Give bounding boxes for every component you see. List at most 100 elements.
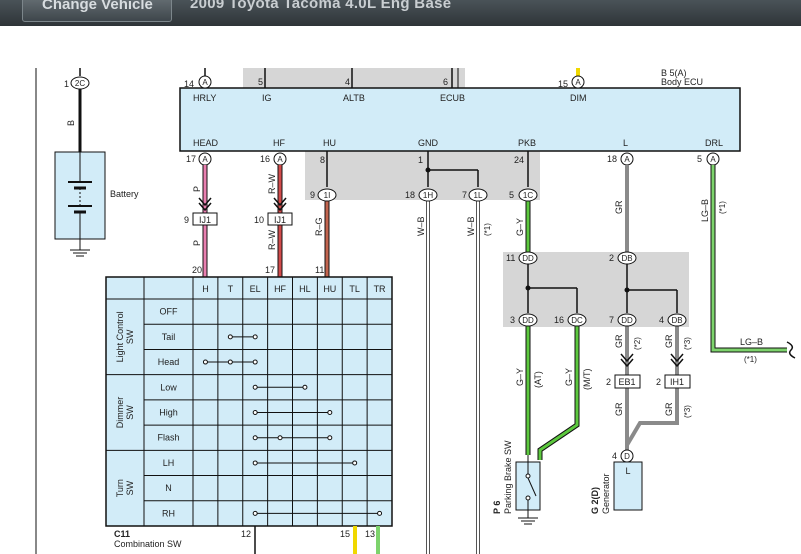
ecu-top-pin-dim: 15 A DIM — [558, 68, 587, 103]
pin-letter: A — [202, 155, 208, 164]
shaded-region-ecu-top — [243, 68, 465, 90]
switch-row-label: LH — [163, 458, 175, 468]
switch-row-label: High — [159, 408, 178, 418]
ecu-label-gnd: GND — [418, 138, 439, 148]
wire-color-label: G–Y — [564, 368, 574, 386]
pin-number-hu: 8 — [320, 155, 325, 165]
switch-column-label: HL — [299, 284, 311, 294]
pin-number-gnd: 1 — [418, 155, 423, 165]
parking-brake-switch: P 6 Parking Brake SW — [492, 440, 541, 525]
connector-number: 2 — [609, 253, 614, 263]
pin-number: 5 — [258, 77, 263, 87]
connector-number: 7 — [462, 190, 467, 200]
connector-1l: 7 1L — [462, 188, 488, 202]
switch-row-label: Head — [158, 357, 180, 367]
battery-circuit: 1 2C B Battery — [54, 68, 139, 257]
connector-dc-16: 16 DC — [554, 313, 587, 327]
ecu-label-hu: HU — [323, 138, 336, 148]
ecu-label-pkb: PKB — [518, 138, 536, 148]
continuity-node — [327, 435, 333, 441]
pin-label: ALTB — [343, 93, 365, 103]
connector-id: 1H — [423, 191, 433, 200]
switch-row-label: N — [165, 483, 172, 493]
generator-terminal: L — [625, 466, 630, 476]
wire-note: (*1) — [483, 223, 492, 236]
pin-label: HRLY — [193, 93, 216, 103]
ecu-pin-l: 18 A — [607, 152, 634, 166]
switch-column-label: TL — [349, 284, 360, 294]
wire-hu: R–G 11 — [314, 151, 330, 278]
wire-color-label: GR — [664, 402, 674, 416]
wire-color-label: G–Y — [515, 218, 525, 236]
connector-1h: 18 1H — [405, 188, 438, 202]
junction-number: 9 — [184, 215, 189, 225]
continuity-node — [252, 460, 258, 466]
connector-db-4: 4 DB — [659, 313, 687, 327]
ecu-label-l: L — [623, 138, 628, 148]
switch-row-label: RH — [162, 508, 175, 518]
junction-id: EB1 — [618, 377, 635, 387]
ecu-label-hf: HF — [273, 138, 285, 148]
junction-eb1: 2 EB1 — [606, 374, 641, 389]
continuity-node — [252, 334, 258, 340]
continuity-node — [252, 435, 258, 441]
ecu-top-pin-hrly: 14 A HRLY — [184, 68, 216, 103]
wire-color-label: P — [192, 186, 202, 192]
pin-number: 16 — [260, 154, 270, 164]
wire-color-label: W–B — [416, 216, 426, 236]
pin-number: 5 — [697, 154, 702, 164]
connector-id: 1I — [324, 191, 331, 200]
switch-group-label: Light ControlSW — [115, 311, 135, 362]
switch-column-label: TR — [374, 284, 386, 294]
wire-color-label: GR — [614, 200, 624, 214]
pin-number: 17 — [186, 154, 196, 164]
connector-id: DD — [621, 316, 633, 325]
body-ecu-box — [179, 87, 741, 152]
wire-note: (*3) — [683, 405, 692, 418]
change-vehicle-button[interactable]: Change Vehicle — [22, 0, 172, 22]
pin-number: 15 — [558, 79, 568, 89]
pin-number: 1 — [64, 79, 69, 89]
switch-group-label: DimmerSW — [115, 397, 135, 429]
junction-ih1: 2 IH1 — [656, 374, 691, 389]
junction-ij1-a: 9 IJ1 — [184, 212, 218, 226]
switch-pin-number: 15 — [340, 529, 350, 539]
connector-number: 16 — [554, 315, 564, 325]
wire-note: (M/T) — [582, 369, 592, 391]
connector-id: DD — [522, 254, 534, 263]
connector-number: 7 — [609, 315, 614, 325]
junction-id: IJ1 — [274, 215, 286, 225]
pin-number: 6 — [443, 77, 448, 87]
junction-number: 2 — [656, 377, 661, 387]
wire-color-label: GR — [664, 334, 674, 348]
pin-label: DIM — [570, 93, 587, 103]
wire-note: (*3) — [683, 337, 692, 350]
continuity-node — [227, 334, 233, 340]
continuity-node — [252, 384, 258, 390]
pin-number-pkb: 24 — [514, 155, 524, 165]
continuity-node — [302, 384, 308, 390]
generator: 4 D L G 2(D) Generator — [590, 449, 643, 514]
pin-number: 4 — [345, 77, 350, 87]
pin-label: IG — [262, 93, 272, 103]
connector-number: 4 — [612, 451, 617, 461]
continuity-node — [377, 510, 383, 516]
switch-column-label: EL — [250, 284, 261, 294]
pin-label: ECUB — [440, 93, 465, 103]
connector-id: 1L — [474, 191, 483, 200]
vehicle-title: 2009 Toyota Tacoma 4.0L Eng Base — [190, 0, 452, 12]
connector-id: DD — [522, 316, 534, 325]
ecu-pin-hf: 16 A — [260, 152, 287, 166]
connector-id: D — [624, 452, 630, 461]
connector-number: 4 — [659, 315, 664, 325]
switch-column-label: H — [202, 284, 209, 294]
pin-id: 2C — [75, 79, 85, 88]
right-wire-note: (*1) — [744, 355, 757, 364]
connector-dd-3: 3 DD — [510, 313, 538, 327]
junction-ij1-b: 10 IJ1 — [254, 212, 293, 226]
right-wire-label: LG–B — [740, 337, 763, 347]
wire-note: (*1) — [718, 201, 727, 214]
pin-letter: A — [624, 155, 630, 164]
connector-id: 1C — [523, 191, 533, 200]
